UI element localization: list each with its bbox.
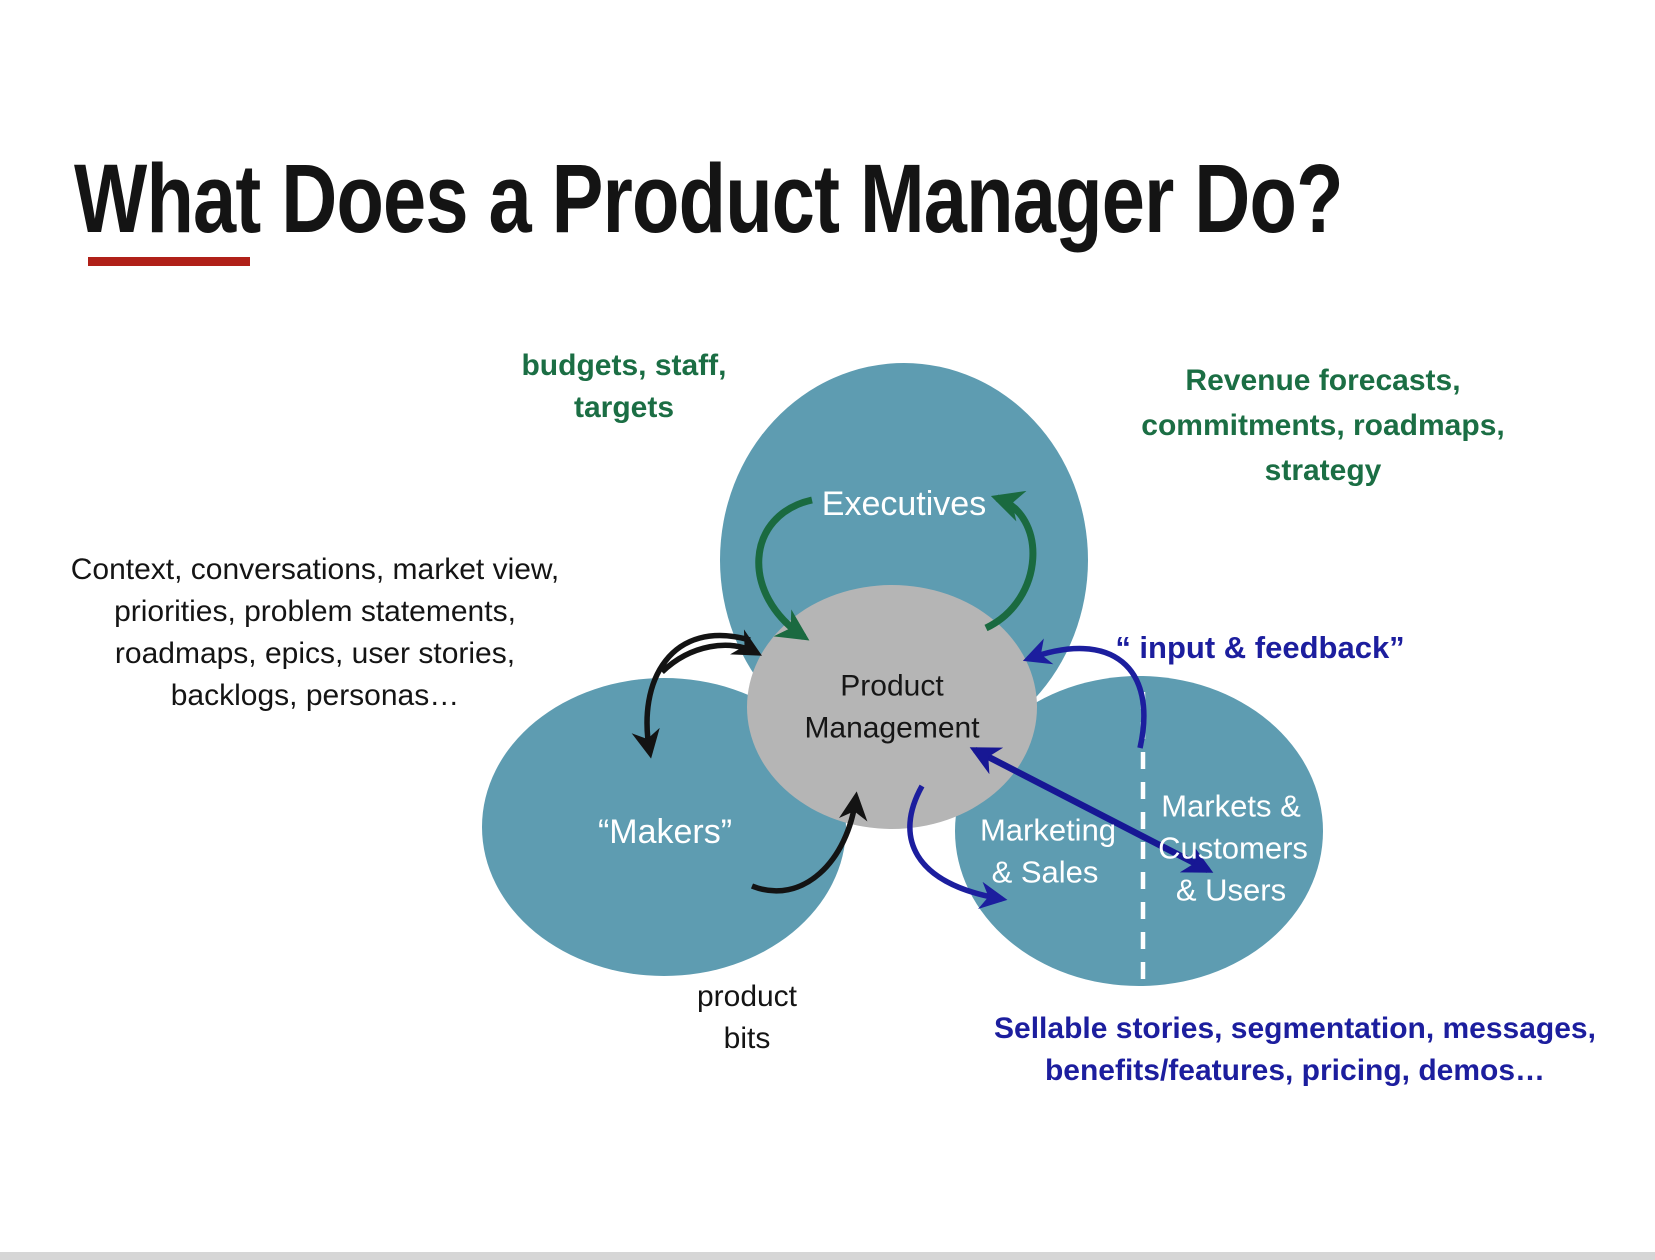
label-customers: Customers <box>1158 831 1308 866</box>
label-management: Management <box>804 712 980 745</box>
annotation-context-conversations: Context, conversations, market view, pri… <box>15 549 615 717</box>
annotation-input-feedback: “ input & feedback” <box>1040 627 1480 669</box>
arrow-makers-to-pm <box>660 629 763 674</box>
annotation-line: product <box>696 980 798 1013</box>
annotation-line: priorities, problem statements, <box>114 595 516 628</box>
arrow-markets-to-pm <box>1022 638 1147 749</box>
slide-bottom-edge-bar <box>0 1252 1655 1260</box>
annotation-line: “ input & feedback” <box>1115 630 1405 665</box>
title-accent-underline <box>88 257 250 266</box>
annotation-line: commitments, roadmaps, <box>1141 409 1505 442</box>
label-markets: Markets & <box>1161 789 1301 824</box>
annotation-sellable-stories: Sellable stories, segmentation, messages… <box>975 1008 1615 1092</box>
annotation-line: strategy <box>1264 454 1382 487</box>
label-makers: “Makers” <box>598 813 732 851</box>
slide-title: What Does a Product Manager Do? <box>74 144 1343 253</box>
arrow-pm-to-marketing <box>907 784 1008 909</box>
annotation-line: roadmaps, epics, user stories, <box>114 637 516 670</box>
arrow-pm-markets-two-way <box>969 747 1214 873</box>
ellipse-makers <box>482 678 846 976</box>
arrow-pm-to-executives <box>984 490 1037 632</box>
arrow-pm-to-makers <box>631 632 751 759</box>
arrow-executives-to-pm <box>755 496 813 641</box>
annotation-line: Context, conversations, market view, <box>70 553 560 586</box>
label-product: Product <box>840 670 944 703</box>
ellipse-product-management <box>747 585 1037 829</box>
label-sales: & Sales <box>992 855 1099 890</box>
annotation-line: benefits/features, pricing, demos… <box>1044 1054 1546 1087</box>
annotation-line: Sellable stories, segmentation, messages… <box>994 1012 1596 1045</box>
annotation-line: backlogs, personas… <box>170 679 460 712</box>
annotation-budgets-staff-targets: budgets, staff, targets <box>449 345 799 429</box>
annotation-line: targets <box>573 391 675 424</box>
label-users: & Users <box>1176 873 1286 908</box>
label-marketing: Marketing <box>980 813 1116 848</box>
annotation-line: bits <box>723 1022 771 1055</box>
annotation-line: Revenue forecasts, <box>1185 364 1461 397</box>
annotation-product-bits: product bits <box>597 976 897 1060</box>
annotation-line: budgets, staff, <box>521 349 727 382</box>
annotation-revenue-forecasts: Revenue forecasts, commitments, roadmaps… <box>1063 358 1583 493</box>
arrow-makers-to-pm-bottom <box>750 791 868 894</box>
label-executives: Executives <box>822 485 986 523</box>
